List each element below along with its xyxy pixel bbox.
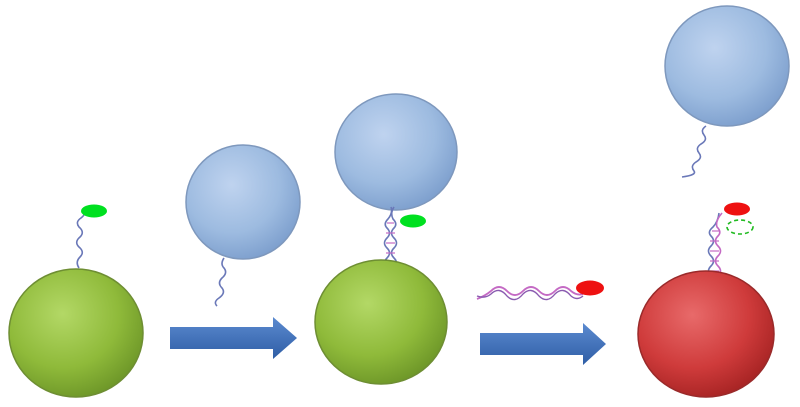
red-label <box>724 202 750 216</box>
reagent-strand-a <box>476 286 584 300</box>
probe-strand <box>75 209 86 269</box>
stage-2-bound-particle <box>334 93 458 211</box>
stage-3-bead <box>637 270 775 398</box>
stage-3 <box>637 5 790 398</box>
right-arrow-icon <box>480 323 606 365</box>
blue-particle <box>334 93 458 211</box>
green-label <box>81 204 107 218</box>
reagent-strand <box>714 212 723 277</box>
target-strand <box>390 206 398 269</box>
probe-strand <box>383 206 393 269</box>
stage-1-free-particle <box>185 144 301 307</box>
blue-particle <box>185 144 301 260</box>
blue-particle <box>664 5 790 127</box>
stage-3-duplex <box>707 202 754 277</box>
arrow-1 <box>170 317 297 359</box>
reagent-strand-b <box>476 289 584 301</box>
stage-2-duplex <box>383 206 426 269</box>
arrow-2 <box>480 323 606 365</box>
duplex-rungs <box>710 230 719 272</box>
right-arrow-icon <box>170 317 297 359</box>
reagent-duplex <box>476 280 604 301</box>
stage-1 <box>8 144 301 398</box>
red-label <box>576 280 604 296</box>
stage-2 <box>314 93 458 385</box>
target-strand <box>681 125 707 178</box>
green-bead <box>8 268 144 398</box>
empty-label-outline <box>726 219 754 235</box>
stage-1-bead <box>8 204 144 398</box>
red-bead <box>637 270 775 398</box>
stage-3-released-particle <box>664 5 790 178</box>
green-label <box>400 214 426 228</box>
target-strand <box>214 257 227 307</box>
green-bead <box>314 259 448 385</box>
probe-strand <box>707 212 720 277</box>
stage-2-bead <box>314 259 448 385</box>
